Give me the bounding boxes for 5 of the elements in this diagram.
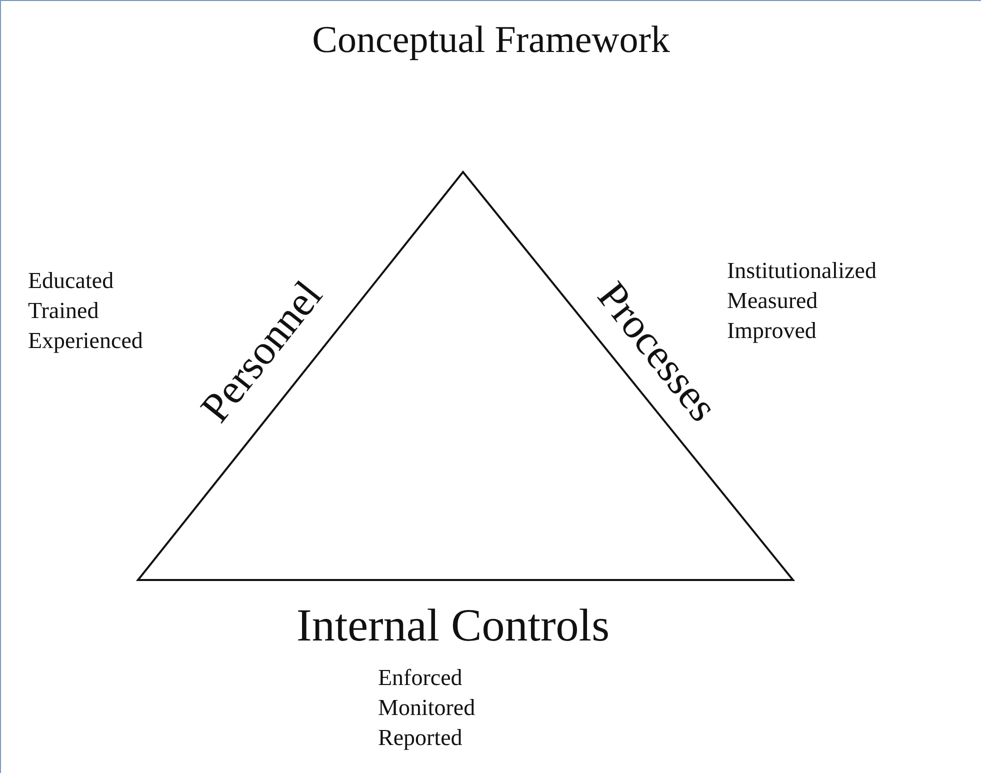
- side-label: Internal Controls: [296, 598, 610, 652]
- attribute-list: Institutionalized Measured Improved: [727, 256, 876, 346]
- attribute-list: Enforced Monitored Reported: [378, 663, 476, 753]
- attribute-list: Educated Trained Experienced: [28, 266, 143, 356]
- diagram-title: Conceptual Framework: [312, 18, 670, 62]
